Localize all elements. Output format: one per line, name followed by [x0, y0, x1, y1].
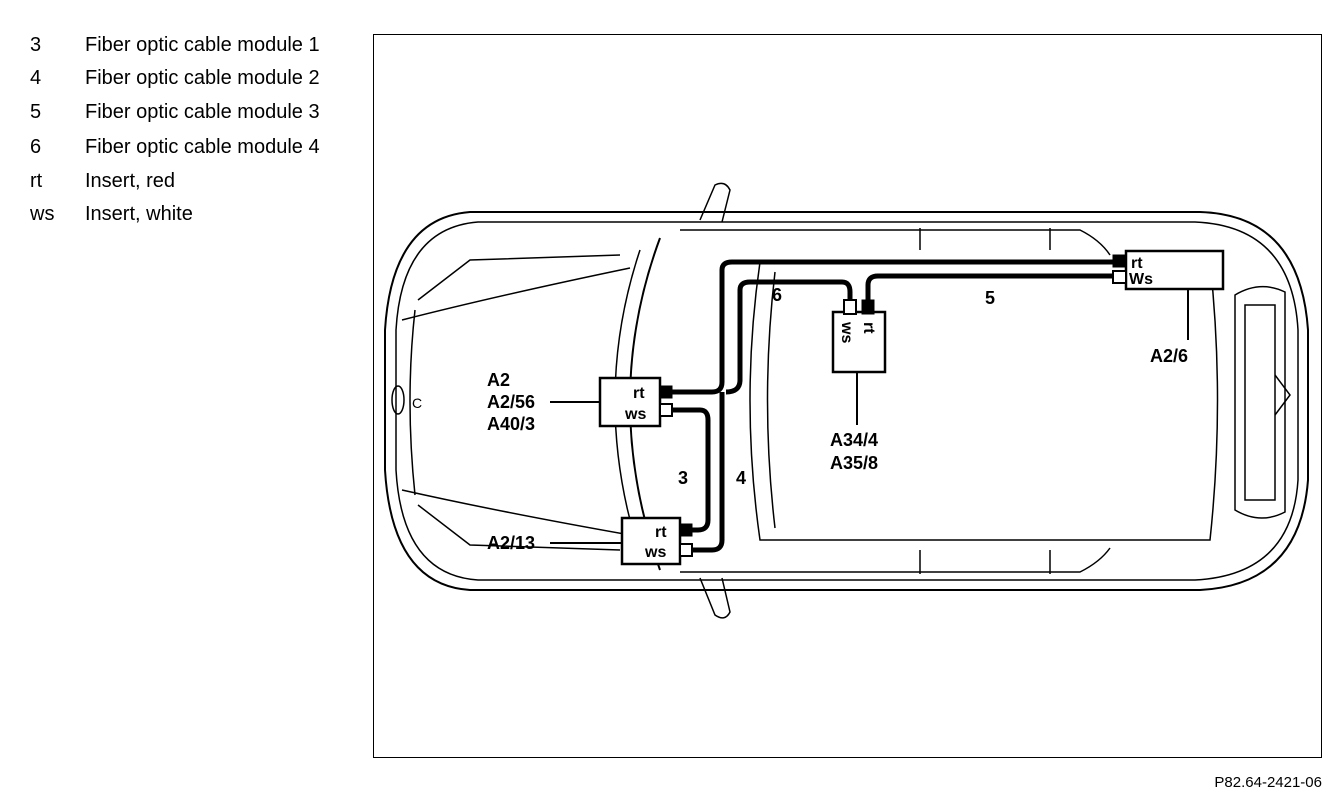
legend-text: Insert, red: [85, 170, 176, 192]
component-label: A2/56: [487, 392, 535, 412]
fiber-optic-cables: [668, 259, 1115, 553]
red-connector: [659, 385, 673, 399]
module-a2: rt ws: [598, 376, 673, 428]
legend-text: Insert, white: [85, 203, 193, 225]
legend-key: 6: [30, 136, 42, 158]
legend-key: 4: [30, 67, 42, 89]
legend-key: rt: [30, 170, 43, 192]
front-marker: C: [412, 395, 422, 411]
module-a2-6: rt Ws: [1112, 249, 1225, 291]
red-connector: [1112, 254, 1127, 268]
component-label: A34/4: [830, 430, 878, 450]
cable-4: [668, 259, 1115, 395]
red-connector: [679, 523, 693, 537]
cable-label-6: 6: [772, 285, 782, 305]
legend-key: 3: [30, 34, 42, 56]
component-label: A40/3: [487, 414, 535, 434]
white-connector: [659, 403, 673, 417]
red-insert-label: rt: [633, 385, 645, 402]
cable-label-3: 3: [678, 468, 688, 488]
red-insert-label: rt: [860, 322, 877, 334]
reference-code: P82.64-2421-06: [1214, 774, 1322, 791]
component-label: A35/8: [830, 453, 878, 473]
cable-5: [865, 273, 1115, 305]
cable-4b: [680, 392, 725, 553]
module-a2-13: rt ws: [620, 516, 693, 566]
white-connector: [1112, 270, 1127, 284]
red-connector: [861, 299, 875, 315]
white-insert-label: ws: [624, 406, 646, 423]
component-label: A2: [487, 370, 510, 390]
legend-key: ws: [30, 203, 55, 225]
legend-text: Fiber optic cable module 3: [85, 101, 320, 123]
module-a34-4: ws rt: [831, 299, 887, 374]
red-insert-label: rt: [655, 524, 667, 541]
white-insert-label: Ws: [1129, 271, 1153, 288]
legend-text: Fiber optic cable module 2: [85, 67, 320, 89]
component-label: A2/13: [487, 533, 535, 553]
component-label: A2/6: [1150, 346, 1188, 366]
legend-text: Fiber optic cable module 1: [85, 34, 320, 56]
cable-6: [725, 279, 853, 395]
red-insert-label: rt: [1131, 255, 1143, 272]
white-connector: [843, 299, 857, 315]
white-insert-label: ws: [644, 544, 666, 561]
cable-3: [668, 407, 711, 533]
white-insert-label: ws: [838, 321, 855, 343]
legend-text: Fiber optic cable module 4: [85, 136, 320, 158]
legend-key: 5: [30, 101, 42, 123]
cable-label-4: 4: [736, 468, 746, 488]
diagram-frame: [373, 34, 1322, 758]
white-connector: [679, 543, 693, 557]
cable-label-5: 5: [985, 288, 995, 308]
